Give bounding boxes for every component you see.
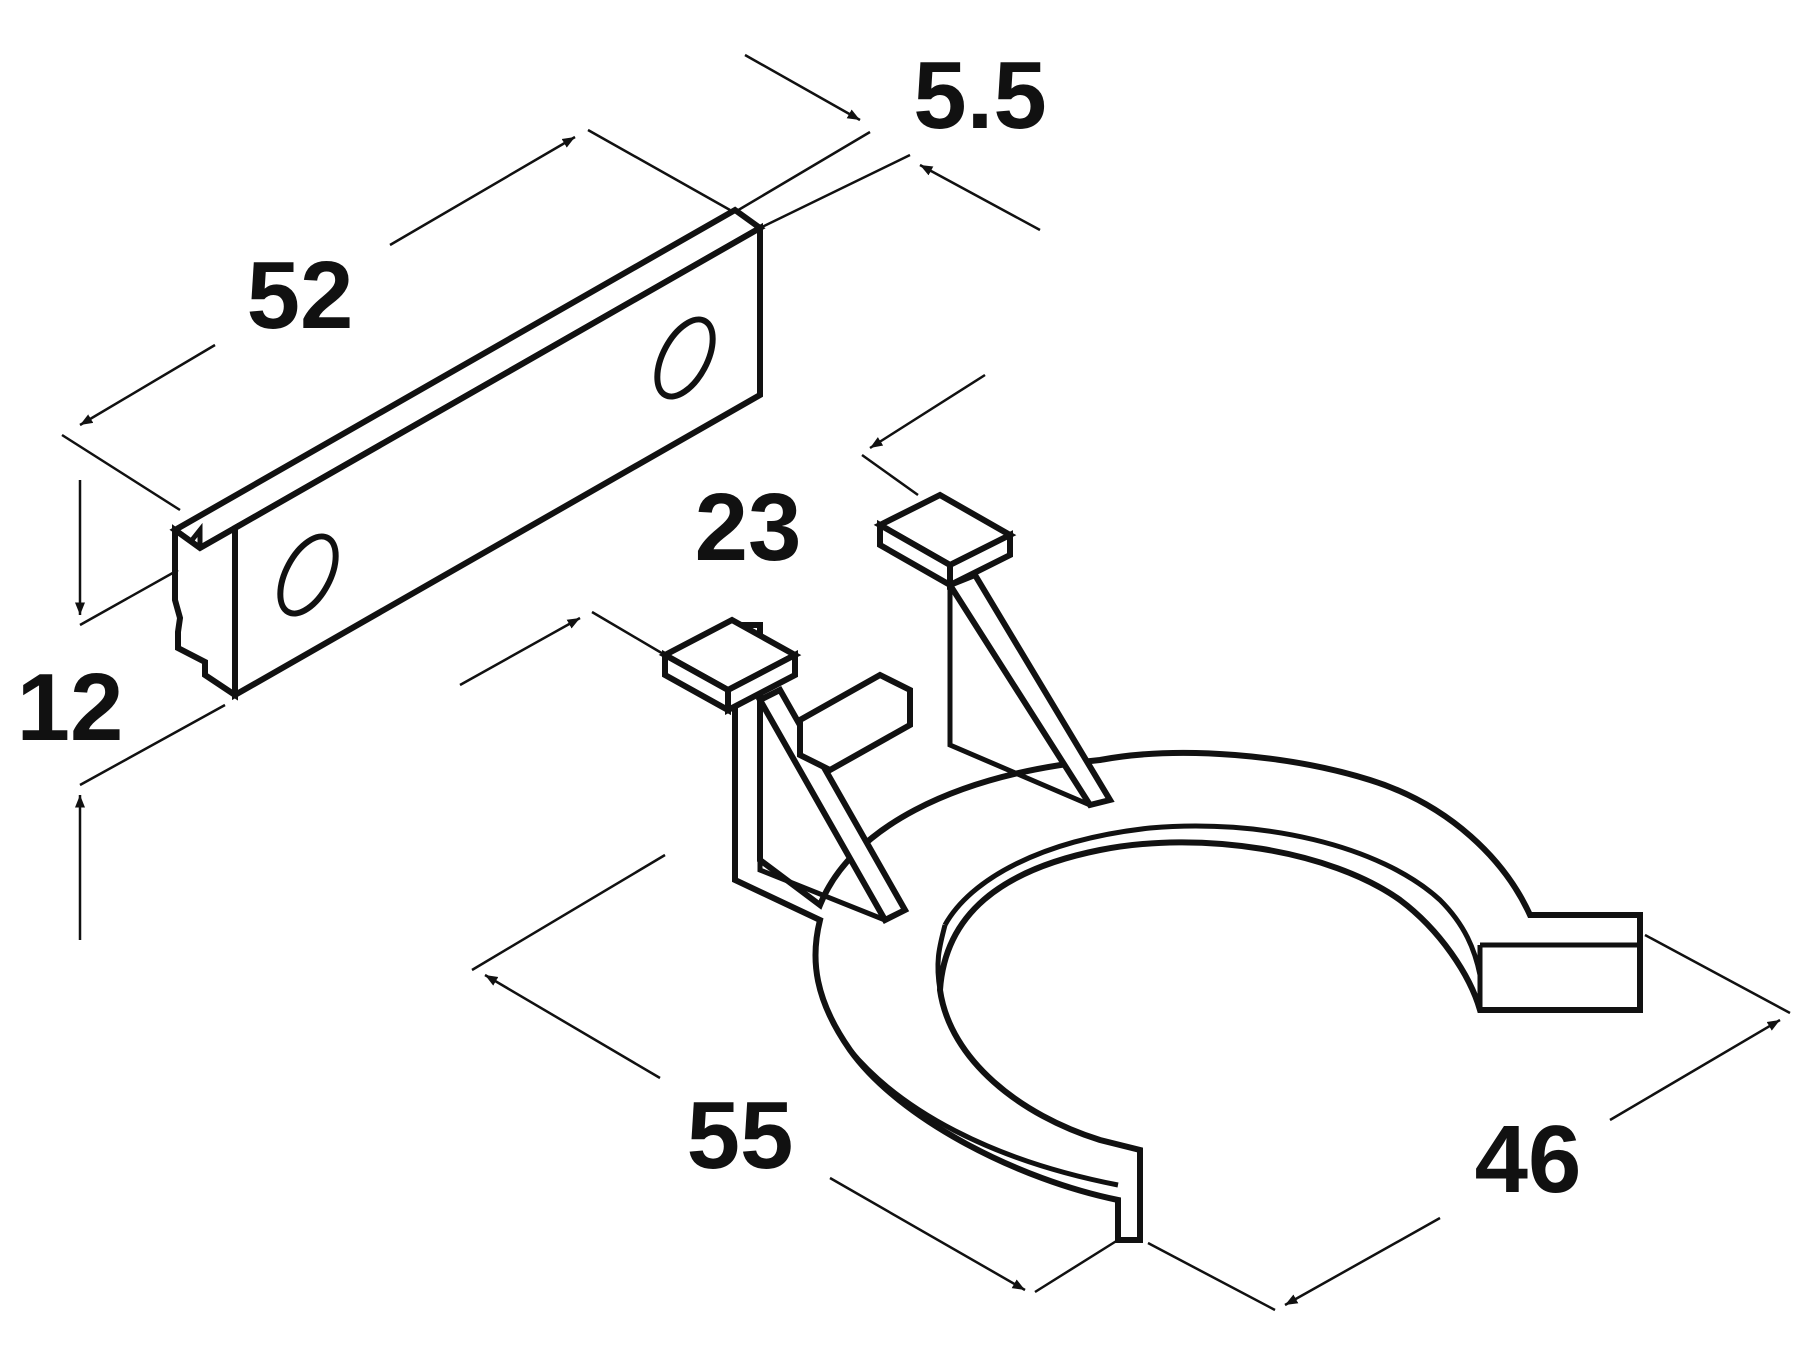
- clip-ring-inner-edge: [942, 823, 1483, 976]
- dim-52-extension-right: [587, 128, 731, 212]
- dim-52-arrow-right: [389, 135, 576, 247]
- dim-5-5-arrow-bottom: [919, 163, 1041, 232]
- dim-55-label: 55: [687, 1082, 794, 1189]
- dim-5-5-label: 5.5: [913, 42, 1046, 149]
- dim-12-extension-top: [79, 568, 179, 627]
- dim-23-extension-left: [591, 610, 666, 657]
- dim-55-arrow-left: [484, 973, 661, 1080]
- dim-23-arrow-right: [869, 373, 986, 450]
- clip-ring-inner-left: [935, 924, 948, 991]
- dimension-23: 23: [459, 373, 986, 687]
- clip-bridge-bar: [797, 671, 913, 774]
- dim-12-label: 12: [17, 654, 124, 761]
- dim-52-extension-left: [61, 433, 181, 512]
- plate-end-face: [172, 522, 238, 701]
- clip-left-cap-front: [725, 650, 798, 715]
- dim-5-5-extension-1: [734, 130, 871, 214]
- dim-55-arrow-right: [829, 1176, 1026, 1292]
- clip-right-cap-front: [947, 530, 1013, 590]
- clip-left-brace-base: [757, 700, 886, 923]
- dim-46-arrow-left: [1284, 1216, 1441, 1307]
- dimension-55: 55: [471, 853, 1119, 1294]
- dim-52-label: 52: [247, 242, 354, 349]
- dim-23-arrow-left: [459, 616, 581, 687]
- plate-hole-right: [654, 316, 716, 400]
- dim-5-5-extension-2: [759, 153, 911, 230]
- dimension-12: 12: [17, 480, 226, 940]
- dim-46-label: 46: [1475, 1106, 1582, 1213]
- dim-23-label: 23: [695, 474, 802, 581]
- dim-46-extension-right: [1644, 933, 1791, 1015]
- clip-right-brace-base: [947, 585, 1091, 808]
- clip-ring-lower-edge: [848, 1048, 1119, 1188]
- clip-ring-band: [732, 622, 1643, 1243]
- plate-hole-left: [277, 533, 339, 617]
- dim-55-extension-left: [471, 853, 666, 972]
- plate-top-notch: [190, 522, 203, 548]
- dim-52-arrow-left: [79, 343, 216, 427]
- spring-clip: [658, 491, 1643, 1243]
- dimension-46: 46: [1147, 933, 1791, 1312]
- dim-46-arrow-right: [1609, 1018, 1781, 1122]
- clip-right-brace: [945, 571, 1115, 809]
- dim-5-5-arrow-top: [744, 53, 861, 122]
- dimension-5-5: 5.5: [734, 42, 1047, 232]
- dim-55-extension-right: [1034, 1238, 1119, 1294]
- dim-23-extension-right: [861, 453, 919, 497]
- clip-left-brace: [755, 686, 910, 924]
- dim-12-extension-bottom: [79, 703, 226, 787]
- dimension-52: 52: [61, 128, 731, 512]
- mounting-plate: [169, 206, 766, 701]
- dim-46-extension-left: [1147, 1241, 1276, 1312]
